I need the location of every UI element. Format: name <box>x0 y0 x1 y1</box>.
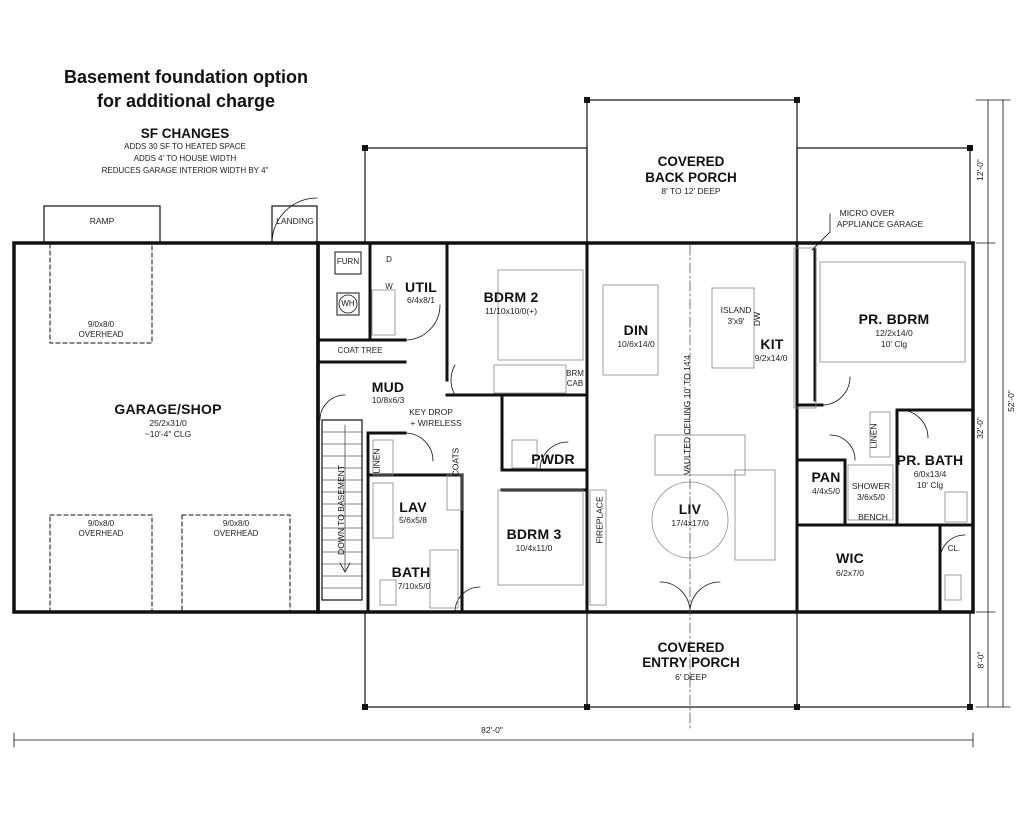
entry-porch-dim: 6' DEEP <box>675 672 707 682</box>
brm-cab-label2: CAB <box>566 379 584 388</box>
closet-label: CL. <box>947 544 961 553</box>
entry-porch-name1: COVERED <box>657 640 725 655</box>
furnace-label: FURN <box>336 257 360 266</box>
dishwasher-label: DW <box>752 311 763 327</box>
overhead-a-label: OVERHEAD <box>78 330 124 339</box>
pwdr-name: PWDR <box>531 451 575 467</box>
garage-name: GARAGE/SHOP <box>114 401 222 417</box>
back-porch-left-outline <box>364 147 588 244</box>
micro-note-line1: MICRO OVER <box>839 208 895 218</box>
pr-bath-dim2: 10' Clg <box>916 480 944 490</box>
entry-porch-name2: ENTRY PORCH <box>642 655 740 670</box>
wic-dim: 6/2x7/0 <box>836 568 864 578</box>
key-drop-label1: KEY DROP <box>409 407 453 417</box>
landing-label: LANDING <box>276 216 314 226</box>
kit-dim: 9/2x14/0 <box>754 353 788 363</box>
vaulted-ceiling-label: VAULTED CEILING 10' TO 14'4 <box>681 355 692 475</box>
pan-dim: 4/4x5/0 <box>812 486 840 496</box>
garage-dim2: ~10'-4" CLG <box>144 429 192 439</box>
bath-dim: 7/10x5/0 <box>397 581 431 591</box>
mud-dim: 10/8x6/3 <box>371 395 405 405</box>
stair-outline <box>321 419 363 601</box>
pr-bdrm-dim2: 10' Clg <box>880 339 908 349</box>
ramp-label: RAMP <box>89 216 115 226</box>
kit-name: KIT <box>760 336 784 352</box>
fireplace-label: FIREPLACE <box>594 496 605 544</box>
right-back-dim: 12'-0" <box>974 159 985 181</box>
overhead-c-dim: 9/0x8/0 <box>222 519 250 528</box>
pr-linen-label: LINEN <box>868 423 879 449</box>
pr-bath-name: PR. BATH <box>896 452 964 468</box>
back-porch-name1: COVERED <box>657 154 725 169</box>
island-dim: 3'x9' <box>727 316 745 326</box>
washer-label: W <box>385 282 393 291</box>
overhead-b-label: OVERHEAD <box>78 529 124 538</box>
sf-line1: ADDS 30 SF TO HEATED SPACE <box>124 142 246 151</box>
overhead-a-dim: 9/0x8/0 <box>87 320 115 329</box>
key-drop-label2: + WIRELESS <box>410 418 462 428</box>
lav-dim: 5/6x5/8 <box>399 515 427 525</box>
coats-label: COATS <box>450 447 461 477</box>
mud-name: MUD <box>371 379 405 395</box>
sf-line2: ADDS 4' TO HOUSE WIDTH <box>133 154 237 163</box>
lav-name: LAV <box>399 499 427 515</box>
din-dim: 10/6x14/0 <box>617 339 655 349</box>
overhead-b-dim: 9/0x8/0 <box>87 519 115 528</box>
liv-name: LIV <box>678 501 702 517</box>
liv-dim: 17/4x17/0 <box>671 518 709 528</box>
overhead-c-label: OVERHEAD <box>213 529 259 538</box>
garage-dim1: 25/2x31/0 <box>149 418 187 428</box>
total-width-dim: 82'-0" <box>481 725 503 735</box>
right-front-dim: 8'-0" <box>975 651 986 669</box>
util-dim: 6/4x8/1 <box>407 295 435 305</box>
pr-bdrm-name: PR. BDRM <box>858 311 930 327</box>
back-porch-dim: 8' TO 12' DEEP <box>661 186 721 196</box>
right-house-dim: 32'-0" <box>974 417 985 439</box>
pr-bath-dim1: 6/0x13/4 <box>913 469 947 479</box>
notes-title-line1: Basement foundation option <box>64 67 308 87</box>
wic-name: WIC <box>836 550 864 566</box>
shower-label: SHOWER <box>851 481 891 491</box>
din-name: DIN <box>623 322 649 338</box>
sf-line3: REDUCES GARAGE INTERIOR WIDTH BY 4" <box>101 166 269 175</box>
bdrm3-name: BDRM 3 <box>506 526 562 542</box>
back-porch-name2: BACK PORCH <box>645 170 737 185</box>
water-heater-label: WH <box>341 299 355 308</box>
mud-linen-label: LINEN <box>371 448 382 474</box>
landing-outline <box>271 205 318 244</box>
down-to-basement-label: DOWN TO BASEMENT <box>335 465 346 555</box>
micro-note-line2: APPLIANCE GARAGE <box>836 219 924 229</box>
garage-outer-wall <box>12 241 320 614</box>
notes-title-line2: for additional charge <box>96 91 276 111</box>
bath-name: BATH <box>391 564 431 580</box>
bdrm2-dim: 11/10x10/0(+) <box>484 306 538 316</box>
shower-dim: 3/6x5/0 <box>857 492 885 502</box>
util-name: UTIL <box>405 279 437 295</box>
island-label: ISLAND <box>720 305 752 315</box>
right-total-dim: 52'-0" <box>1005 390 1016 412</box>
pr-bdrm-dim1: 12/2x14/0 <box>875 328 913 338</box>
bdrm3-dim: 10/4x11/0 <box>515 543 553 553</box>
coat-tree-label: COAT TREE <box>337 346 383 355</box>
bdrm2-name: BDRM 2 <box>483 289 539 305</box>
sf-changes-heading: SF CHANGES <box>140 126 230 141</box>
dryer-label: D <box>386 255 392 264</box>
brm-cab-label1: BRM <box>566 369 584 378</box>
bench-label: BENCH <box>858 512 888 522</box>
pan-name: PAN <box>811 469 841 485</box>
